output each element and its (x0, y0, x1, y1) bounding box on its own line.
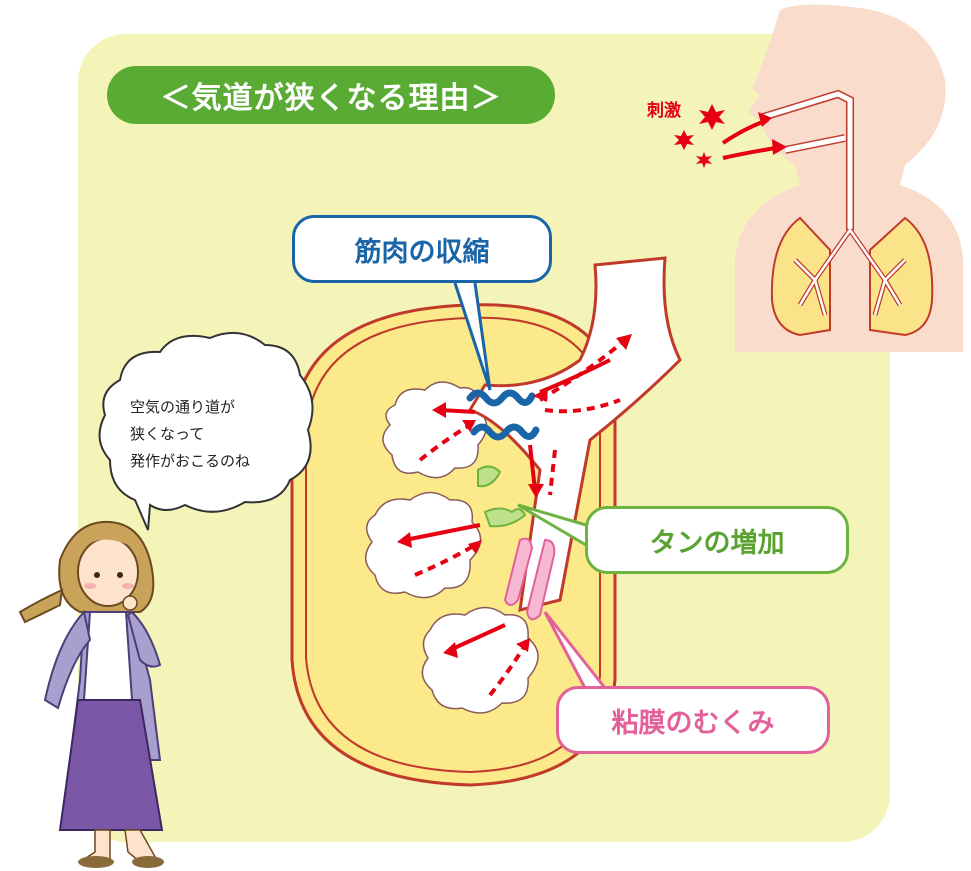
mucosa-swelling-label: 粘膜のむくみ (556, 686, 830, 754)
thought-line-1: 空気の通り道が (130, 394, 300, 421)
muscle-contraction-label: 筋肉の収縮 (292, 215, 552, 283)
stimulus-label: 刺激 (647, 96, 681, 121)
thought-line-3: 発作がおこるのね (130, 448, 300, 475)
girl-character (20, 522, 164, 868)
page-title: ＜気道が狭くなる理由＞ (107, 66, 555, 124)
thought-line-2: 狭くなって (130, 421, 300, 448)
thought-bubble-text: 空気の通り道が 狭くなって 発作がおこるのね (130, 394, 300, 475)
phlegm-increase-label: タンの増加 (585, 506, 849, 574)
